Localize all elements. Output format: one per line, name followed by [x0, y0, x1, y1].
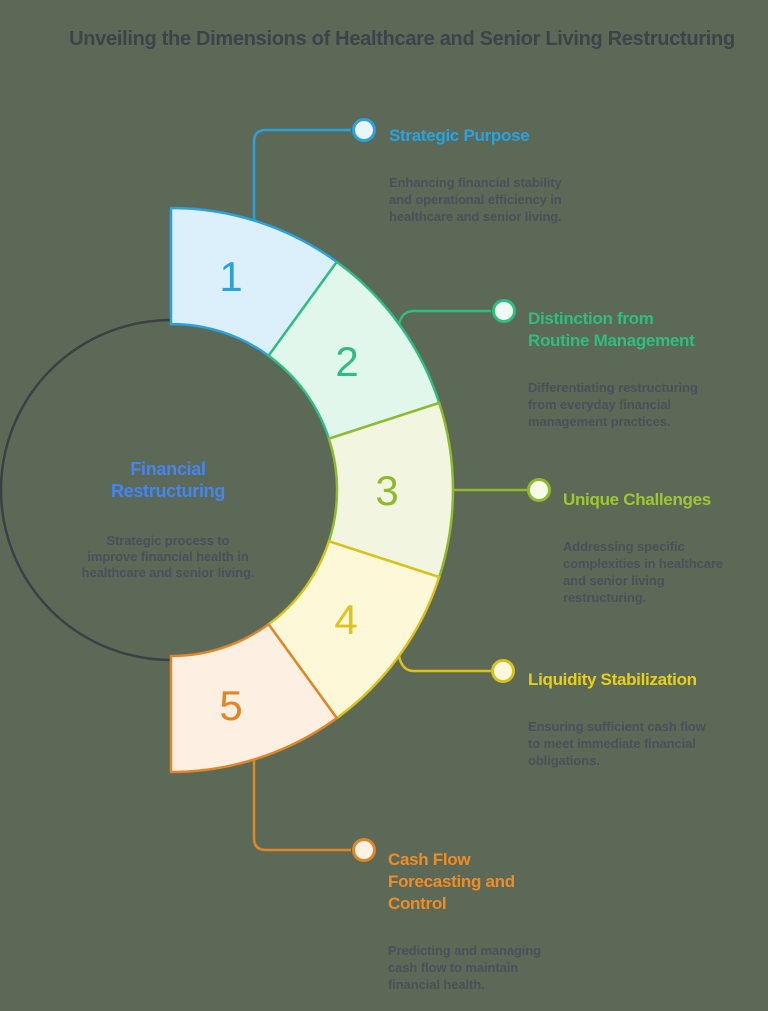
segment-number-1: 1	[219, 253, 242, 300]
callout-title: Distinction from Routine Management	[528, 309, 695, 350]
connector-dot-1	[352, 118, 376, 142]
segment-arc-5	[169, 623, 339, 774]
center-description: Strategic process to improve financial h…	[81, 533, 255, 580]
callout-description: Differentiating restructuring from every…	[528, 380, 698, 429]
callout-cash-flow-forecasting-and-control: Cash Flow Forecasting and Control Predic…	[388, 831, 608, 1011]
callout-description: Predicting and managing cash flow to mai…	[388, 943, 541, 992]
callout-description: Ensuring sufficient cash flow to meet im…	[528, 719, 706, 768]
callout-liquidity-stabilization: Liquidity Stabilization Ensuring suffici…	[528, 651, 748, 787]
page-title: Unveiling the Dimensions of Healthcare a…	[69, 28, 735, 50]
callout-unique-challenges: Unique Challenges Addressing specific co…	[563, 471, 763, 624]
segment-number-2: 2	[335, 338, 358, 385]
segment-number-5: 5	[219, 682, 242, 729]
callout-title: Unique Challenges	[563, 490, 711, 509]
callout-title: Strategic Purpose	[389, 126, 530, 145]
callout-description: Addressing specific complexities in heal…	[563, 539, 723, 605]
callout-title: Cash Flow Forecasting and Control	[388, 850, 515, 913]
connector-dot-3	[527, 478, 551, 502]
connector-dot-4	[491, 659, 515, 683]
segment-number-3: 3	[375, 467, 398, 514]
connector-dot-5	[352, 838, 376, 862]
restructuring-diagram: 1 2 3 4 5	[0, 118, 551, 862]
callout-description: Enhancing financial stability and operat…	[389, 175, 562, 224]
callout-distinction-from-routine-management: Distinction from Routine Management Diff…	[528, 290, 748, 448]
callout-strategic-purpose: Strategic Purpose Enhancing financial st…	[389, 107, 589, 243]
connector-dot-2	[492, 299, 516, 323]
connector-line-2	[397, 309, 491, 325]
connector-line-5	[252, 760, 351, 852]
center-title: Financial Restructuring	[110, 459, 226, 501]
callout-title: Liquidity Stabilization	[528, 670, 697, 689]
connector-line-1	[252, 128, 351, 220]
segment-number-4: 4	[334, 596, 357, 643]
center-label-block: Financial Restructuring Strategic proces…	[53, 440, 283, 599]
connector-line-4	[397, 655, 491, 673]
